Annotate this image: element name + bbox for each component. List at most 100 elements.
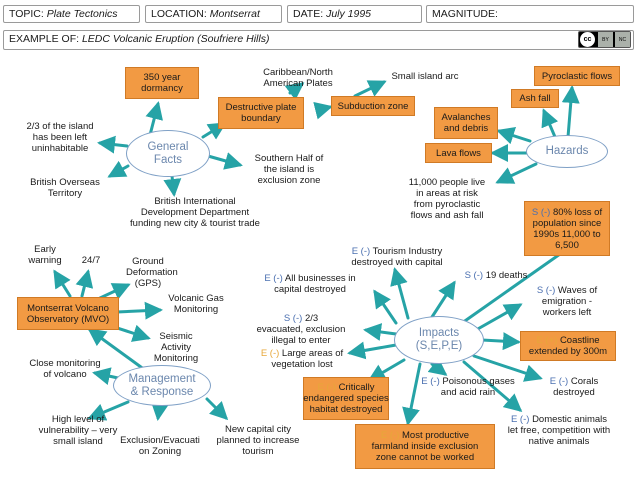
uninhabitable-line: 2/3 of the island: [26, 121, 94, 132]
evacuated-line: evacuated, exclusion: [256, 324, 346, 335]
arrow-mgmt-newcity: [205, 397, 229, 421]
deaths-label: 19 deaths: [485, 270, 528, 281]
pyroclastic-label: Pyroclastic flows: [541, 70, 613, 82]
species-line: habitat destroyed: [309, 404, 383, 415]
arrow-impacts-coastline: [480, 332, 521, 351]
population-line: population since: [532, 217, 602, 229]
cc-by-icon: BY: [598, 32, 613, 47]
impact-tag: E (-): [264, 273, 283, 284]
impact-tag: E (-): [260, 348, 280, 359]
at-risk-line: from pyroclastic: [413, 199, 481, 210]
arrow-mgmt-vulnerability: [87, 400, 130, 421]
hazards-label: Hazards: [545, 145, 589, 157]
location-value: Montserrat: [209, 8, 260, 20]
arrow-impacts-vegetation: [347, 341, 398, 360]
emigration-line: workers left: [542, 307, 592, 318]
arrow-impacts-gases: [427, 357, 448, 376]
arrow-general-southern: [206, 152, 243, 170]
impact-tag: S (-): [531, 206, 551, 218]
new-city-line: tourism: [242, 446, 274, 457]
arrow-destructive-subduction: [313, 101, 333, 120]
mvo-line: Observatory (MVO): [26, 313, 110, 325]
ash-fall-label: Ash fall: [519, 93, 551, 104]
close-line: Close monitoring: [29, 358, 101, 369]
vulnerability-line: vulnerability – very: [38, 425, 118, 436]
arrow-destructive-plates: [284, 82, 305, 101]
example-label: EXAMPLE OF:: [9, 33, 80, 45]
date-box: DATE: July 1995: [287, 5, 422, 23]
at-risk-line: in areas at risk: [416, 188, 478, 199]
arrow-subduction-arc: [353, 80, 387, 98]
farmland-line: zone cannot be worked: [375, 452, 475, 463]
cc-nc-icon: NC: [615, 32, 630, 47]
arrow-general-dormancy: [145, 101, 163, 137]
magnitude-box: MAGNITUDE:: [426, 5, 634, 23]
impact-tag: E (-): [317, 382, 336, 393]
dfid-line: Development Department: [140, 207, 250, 218]
magnitude-label: MAGNITUDE:: [432, 8, 498, 20]
animals-impact-text: E (-) Domestic animals let free, competi…: [498, 414, 620, 447]
arrow-mvo-early: [53, 269, 72, 298]
dfid-line: funding new city & tourist trade: [130, 218, 260, 229]
impact-tag: E (+): [536, 335, 558, 346]
island-arc-text: Small island arc: [391, 71, 459, 82]
coastline-box: E (+) Coastline extended by 300m: [520, 331, 616, 361]
arrow-mvo-gas: [115, 301, 163, 320]
plates-line: American Plates: [263, 78, 333, 89]
management-hub: Management& Response: [113, 365, 211, 406]
deformation-line: (GPS): [134, 278, 162, 289]
impact-tag: E (-): [380, 430, 400, 441]
seismic-line: Monitoring: [153, 353, 199, 364]
dormancy-line: dormancy: [141, 83, 183, 94]
subduction-label: Subduction zone: [337, 100, 409, 112]
vulnerability-line: small island: [53, 436, 103, 447]
example-box: EXAMPLE OF: LEDC Volcanic Eruption (Souf…: [3, 30, 634, 50]
location-box: LOCATION: Montserrat: [145, 5, 282, 23]
at-risk-line: flows and ash fall: [410, 210, 484, 221]
topic-value: Plate Tectonics: [46, 8, 118, 20]
tourism-line: destroyed with capital: [351, 257, 443, 268]
businesses-impact-text: E (-) All businesses in capital destroye…: [256, 273, 364, 295]
cc-license-badge: cc BY NC: [578, 31, 631, 48]
uninhabitable-line: has been left: [32, 132, 88, 143]
southern-line: the island is: [263, 164, 315, 175]
arrow-hazards-avalanche: [496, 127, 532, 145]
arrow-impacts-species: [367, 358, 406, 382]
general-facts-line: General: [147, 140, 189, 153]
arrow-mgmt-close: [92, 367, 120, 385]
farmland-line: farmland inside exclusion: [371, 441, 479, 452]
hazards-hub: Hazards: [526, 135, 608, 168]
animals-line: Domestic animals: [532, 414, 608, 425]
arrow-general-dfid: [163, 174, 182, 197]
evacuated-impact-text: S (-) 2/3 evacuated, exclusion illegal t…: [248, 313, 354, 346]
plates-line: Caribbean/North: [263, 67, 333, 78]
gases-impact-text: E (-) Poisonous gases and acid rain: [414, 376, 522, 398]
zoning-line: on Zoning: [138, 446, 182, 457]
emigration-line: Waves of: [557, 285, 598, 296]
example-value: LEDC Volcanic Eruption (Soufriere Hills): [81, 33, 270, 45]
impact-tag: S (-): [536, 285, 556, 296]
gases-line: and acid rain: [440, 387, 496, 398]
arrow-hazards-risk: [495, 162, 538, 184]
early-line: warning: [28, 255, 62, 266]
deaths-impact-text: S (-) 19 deaths: [457, 270, 535, 281]
management-line: & Response: [130, 385, 194, 398]
date-label: DATE:: [293, 8, 324, 20]
population-loss-box: S (-) 80% loss of population since 1990s…: [524, 201, 610, 256]
new-city-line: New capital city: [225, 424, 291, 435]
arrow-general-uninhabitable: [97, 135, 129, 154]
gas-line: Monitoring: [173, 304, 219, 315]
seismic-line: Activity: [160, 342, 192, 353]
impact-tag: E (-): [421, 376, 440, 387]
dormancy-line: 350 year: [143, 72, 181, 83]
lava-flows-box: Lava flows: [425, 143, 492, 163]
impact-tag: E (-): [351, 246, 371, 257]
